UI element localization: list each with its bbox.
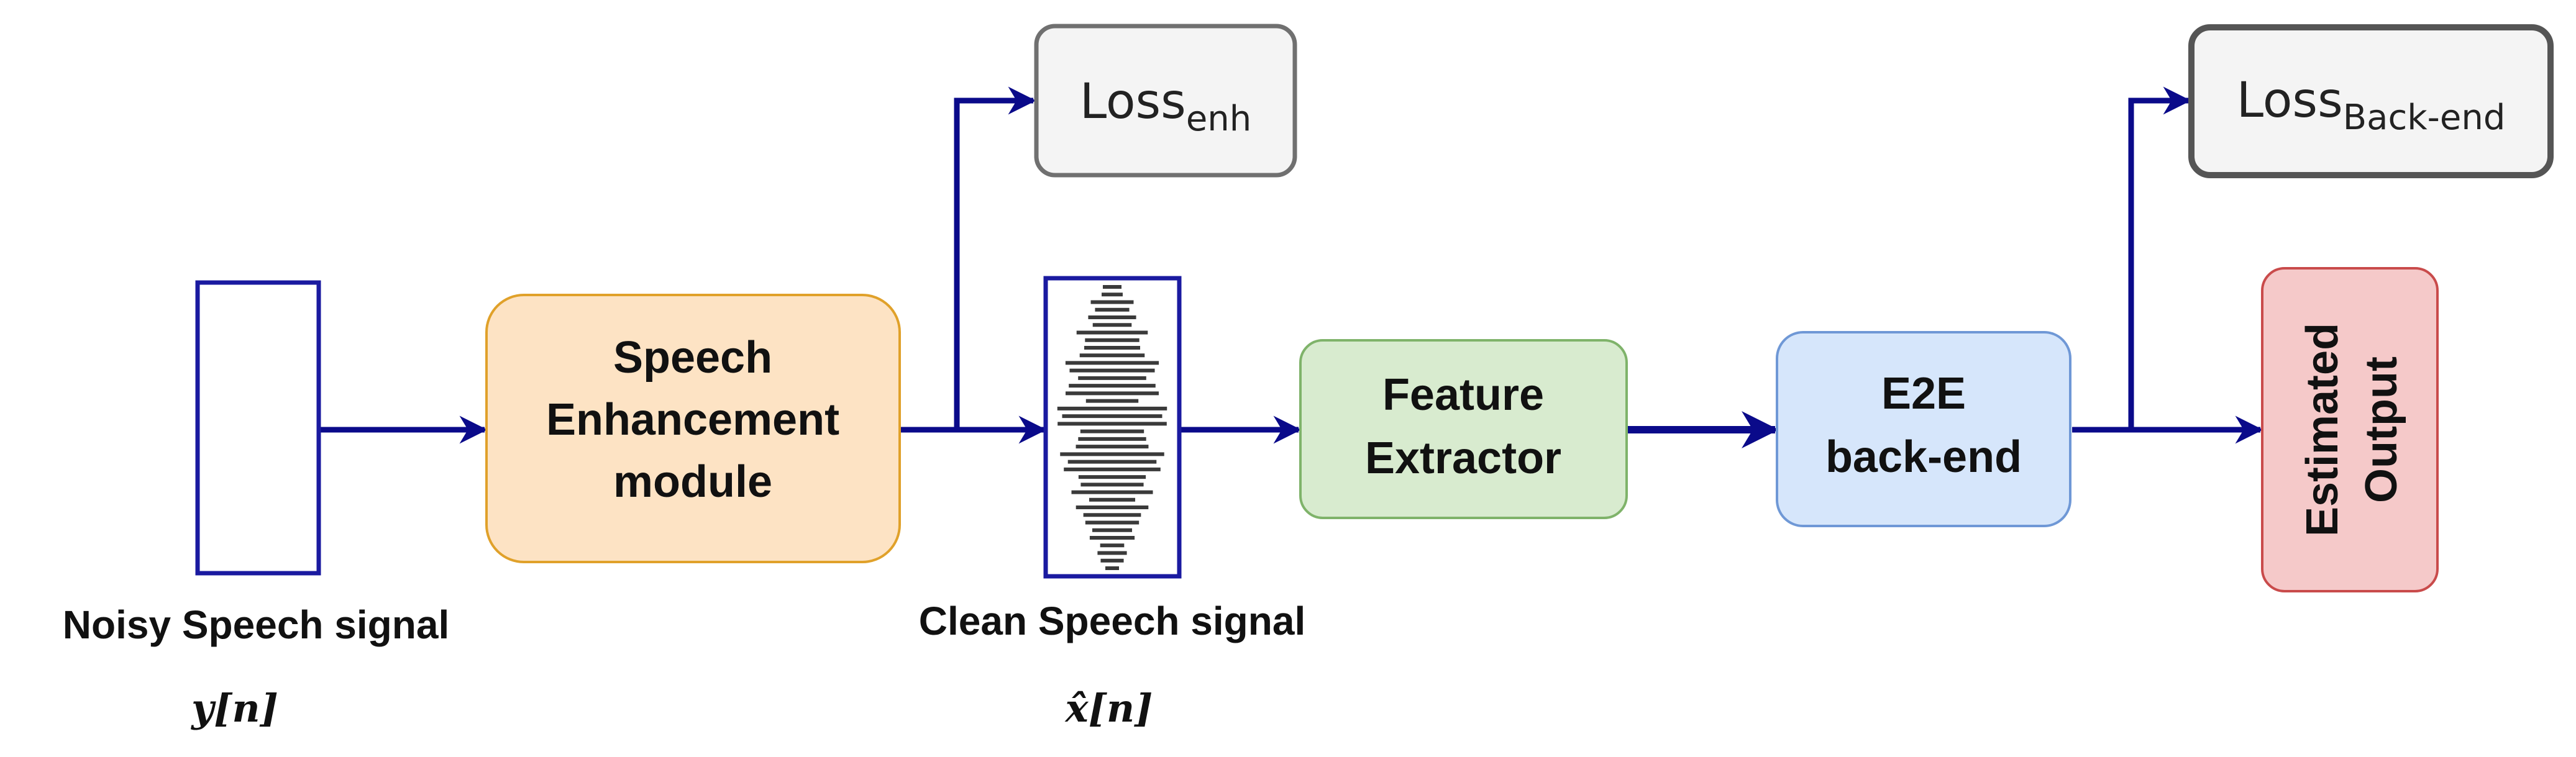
loss-enh-label: Lossenh [1080,74,1252,139]
noisy-signal-label: Noisy Speech signal [63,602,449,647]
loss-backend-box: LossBack-end [2188,24,2554,178]
backend-label-line1: E2E [1881,369,1966,419]
speech-enhancement-block: Speech Enhancement module [485,294,901,563]
loss-backend-label: LossBack-end [2237,73,2506,138]
arrow-backend-to-loss-backend [2128,86,2191,430]
loss-enh-main: Loss [1080,74,1186,130]
enhancement-label-line1: Speech [613,333,772,383]
enhancement-label-line3: module [613,457,772,507]
enhancement-label-line2: Enhancement [546,395,839,445]
output-label-line2: Output [2357,356,2406,503]
arrow-enhancement-to-loss-enh [954,86,1036,430]
feature-label-line2: Extractor [1365,433,1561,483]
loss-enh-sub: enh [1186,99,1251,139]
e2e-backend-block: E2E back-end [1776,331,2071,527]
loss-backend-sub: Back-end [2343,97,2506,138]
clean-waveform-icon [1043,276,1182,579]
backend-label-line2: back-end [1825,432,2022,482]
clean-signal-label: Clean Speech signal [919,599,1305,643]
loss-enh-box: Lossenh [1034,24,1297,178]
estimated-output-block: Estimated Output [2261,267,2439,592]
feature-label-line1: Feature [1382,370,1544,420]
connectors [320,86,2263,448]
clean-signal-symbol: 𝒙̂[𝒏] [1064,686,1153,731]
noisy-signal-symbol: 𝒚[𝒏] [190,686,278,731]
feature-extractor-block: Feature Extractor [1299,339,1628,519]
loss-backend-main: Loss [2237,73,2343,129]
output-label-line1: Estimated [2298,323,2347,537]
noisy-waveform-icon [195,280,321,576]
